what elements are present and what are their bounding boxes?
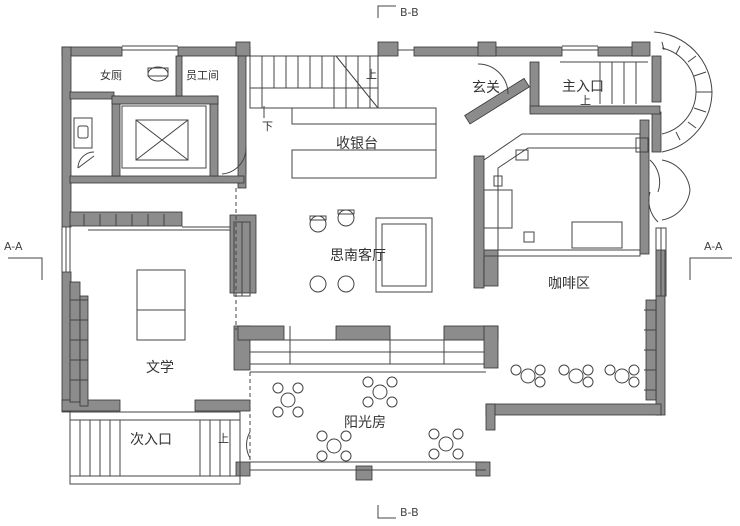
secondary-entrance-up-label: 上 xyxy=(218,432,229,445)
section-mark-right: A-A xyxy=(704,240,723,253)
labels: 女厕 员工间 收银台 玄关 主入口 思南客厅 咖啡区 文学 阳光房 次入口 上 … xyxy=(4,6,723,519)
label-literature: 文学 xyxy=(146,360,174,376)
label-staff-room: 员工间 xyxy=(186,69,219,82)
section-markers xyxy=(8,5,732,519)
linework xyxy=(61,31,713,485)
label-women-restroom: 女厕 xyxy=(100,68,122,82)
section-mark-left: A-A xyxy=(4,240,23,253)
label-lounge: 思南客厅 xyxy=(330,247,386,264)
label-main-entrance: 主入口 xyxy=(562,79,604,95)
label-secondary-entrance: 次入口 xyxy=(130,432,172,448)
label-sunroom: 阳光房 xyxy=(344,415,386,431)
label-cashier: 收银台 xyxy=(336,136,378,152)
label-cafe: 咖啡区 xyxy=(548,276,590,292)
section-mark-bottom: B-B xyxy=(400,506,419,519)
stair-up-label: 上 xyxy=(366,68,377,81)
stair-down-label: 下 xyxy=(262,120,273,133)
section-mark-top: B-B xyxy=(400,6,419,19)
label-entrance-hall: 玄关 xyxy=(472,79,500,96)
main-entrance-up-label: 上 xyxy=(580,94,591,107)
